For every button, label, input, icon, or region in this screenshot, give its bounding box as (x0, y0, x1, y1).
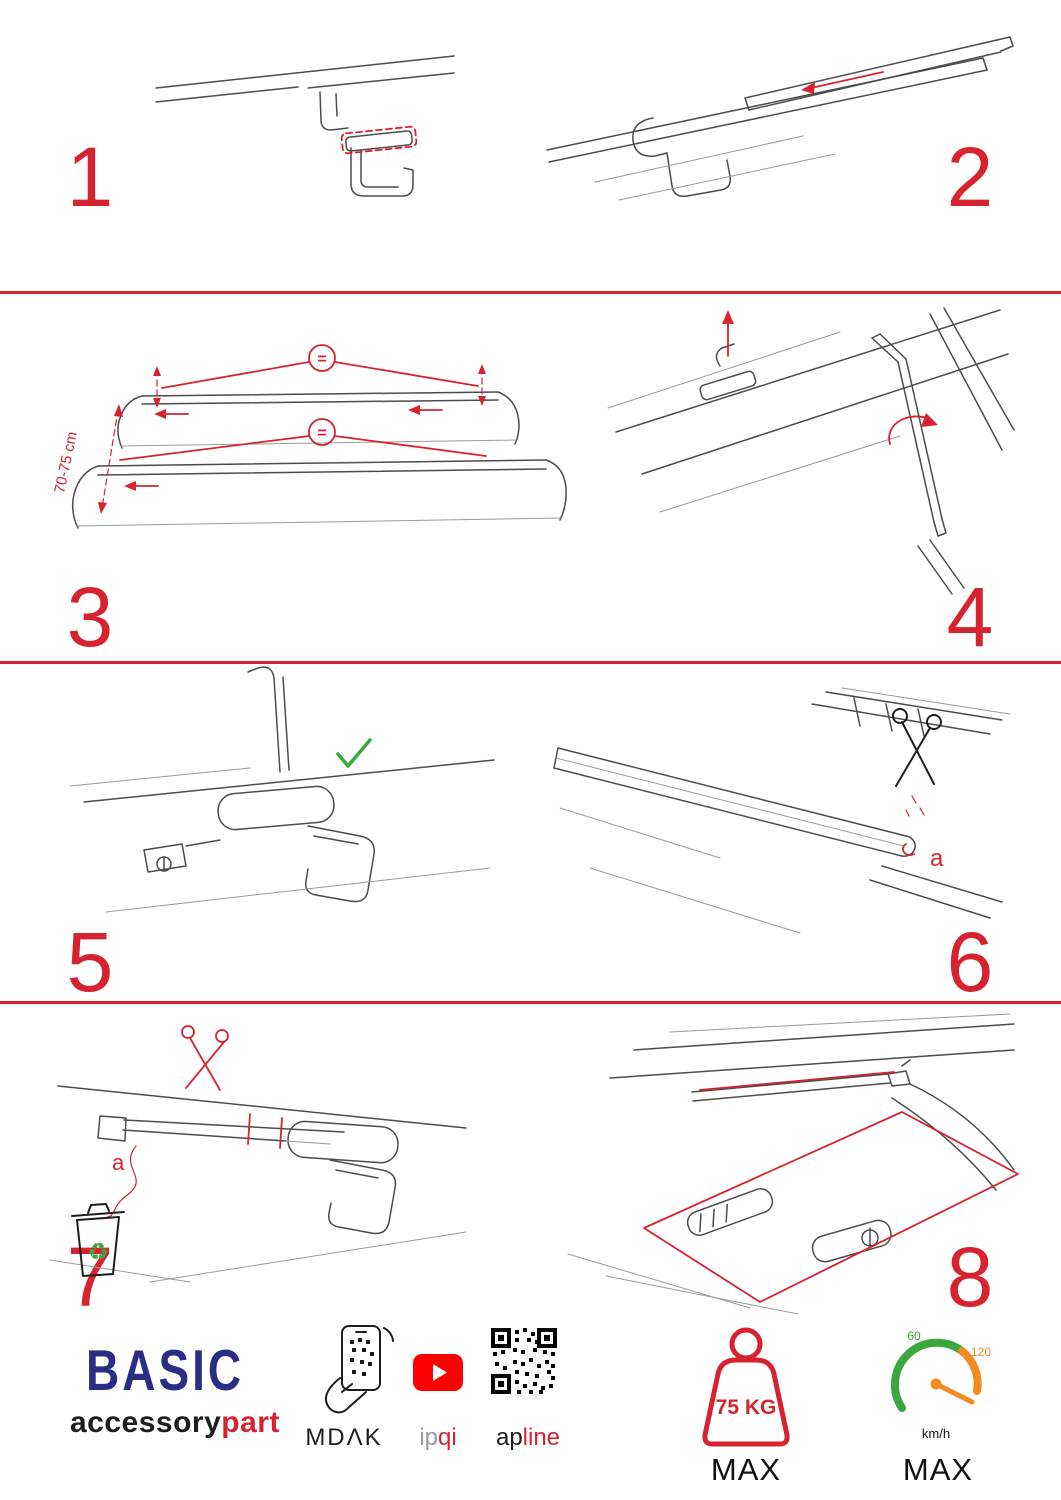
speed-limit-icon: 60 120 km/h (891, 1329, 991, 1441)
phone-scan-icon (324, 1325, 394, 1414)
weight-value: 75 KG (716, 1396, 777, 1419)
logo-ipqi: ipqi (402, 1424, 474, 1452)
step-1-number: 1 (66, 130, 114, 224)
scissors-icon (892, 708, 942, 787)
trash-icon: ♻ (71, 1203, 125, 1277)
equals-badge: = (317, 351, 326, 368)
wordmark-part-1: accessory (70, 1406, 222, 1439)
logo-apline-part-1: ap (495, 1424, 523, 1451)
speed-high-tick: 120 (971, 1345, 991, 1359)
logo-ipqi-part-2: qi (438, 1424, 457, 1451)
step-4-number: 4 (946, 570, 994, 664)
step-1-illustration (155, 55, 455, 197)
step-6-illustration: a (553, 687, 1011, 934)
check-icon (336, 738, 372, 768)
step-4-illustration (607, 307, 1015, 595)
cut-strap-drawing (49, 1085, 467, 1283)
bar-distance-annotation: 70-75 cm (51, 404, 123, 514)
cut-part-label: a (112, 1150, 125, 1175)
section-divider (0, 661, 1061, 664)
logo-apline: apline (482, 1424, 574, 1452)
step-8-number: 8 (946, 1230, 994, 1324)
cut-marks (103, 1113, 283, 1219)
slide-arrow (801, 71, 884, 94)
weight-limit-icon: 75 KG (702, 1327, 790, 1447)
direction-arrows (124, 405, 443, 491)
final-assembly-drawing (567, 1013, 1015, 1315)
step-7-illustration: a ♻ (49, 1025, 467, 1283)
cut-marks (902, 795, 925, 856)
section-divider (0, 1001, 1061, 1004)
step-6-number: 6 (946, 915, 994, 1009)
crossbar-drawing (546, 36, 1014, 201)
speed-unit: km/h (922, 1426, 950, 1441)
step-5-number: 5 (66, 915, 114, 1009)
wordmark: accessorypart (70, 1406, 280, 1440)
wordmark-part-2: part (221, 1406, 280, 1439)
tightening-drawing (607, 307, 1015, 595)
fitted-parts-highlight (643, 1071, 1019, 1303)
recycle-icon: ♻ (87, 1238, 109, 1266)
scissors-icon (181, 1025, 229, 1091)
youtube-icon (413, 1354, 463, 1391)
step-2-number: 2 (946, 130, 994, 224)
step-3-number: 3 (66, 570, 114, 664)
section-divider (0, 291, 1061, 294)
equals-badge: = (317, 425, 326, 442)
pad-highlight (340, 125, 418, 155)
logo-ipqi-part-1: ip (419, 1424, 438, 1451)
strap-hook-drawing (69, 666, 495, 913)
brand-logo: BASIC (86, 1337, 245, 1403)
logo-mdak: MDΛK (305, 1424, 383, 1451)
rotate-arrow (888, 413, 938, 445)
speed-low-tick: 60 (907, 1329, 921, 1343)
step-3-illustration: = = 70-75 cm (51, 344, 567, 529)
logo-apline-part-2: line (522, 1424, 561, 1451)
two-bars-drawing (71, 391, 567, 529)
step-8-illustration (567, 1013, 1019, 1315)
qr-code-icon (491, 1328, 557, 1394)
weight-max-label: MAX (710, 1452, 782, 1487)
step-7-number: 7 (66, 1230, 114, 1324)
insert-arrow (722, 310, 734, 357)
cut-part-label: a (930, 845, 944, 872)
speed-max-label: MAX (902, 1452, 974, 1487)
roof-rail-drawing (155, 55, 455, 197)
equal-spacing-annotation: = = (119, 344, 487, 461)
bar-end-drawing (553, 687, 1011, 934)
step-2-illustration (546, 36, 1014, 201)
step-5-illustration (69, 666, 495, 913)
